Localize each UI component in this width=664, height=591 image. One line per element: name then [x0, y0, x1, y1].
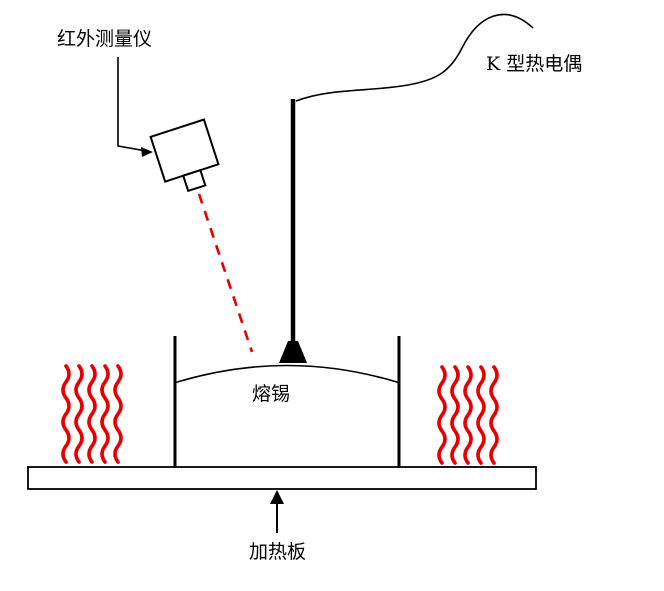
heating-plate — [27, 466, 537, 490]
infrared-meter-label: 红外测量仪 — [57, 28, 152, 50]
heater-label: 加热板 — [249, 541, 306, 563]
heat-wave — [437, 365, 447, 465]
heat-wave — [113, 364, 123, 464]
heat-wave — [476, 365, 486, 465]
heat-waves-left — [61, 364, 123, 464]
heat-wave — [87, 364, 97, 464]
heat-wave — [489, 365, 499, 465]
heat-wave — [450, 365, 460, 465]
heat-wave — [100, 364, 110, 464]
heat-wave — [61, 364, 71, 464]
thermocouple-tip — [279, 341, 307, 363]
infrared-meter-body — [149, 118, 220, 183]
infrared-meter-pointer-line — [117, 57, 147, 152]
thermocouple-wire — [295, 13, 534, 102]
heat-waves-right — [437, 365, 499, 465]
heater-pointer-arrow — [270, 490, 284, 533]
infrared-meter-lens — [181, 168, 207, 193]
molten-solder-surface — [173, 364, 401, 384]
infrared-meter-device — [149, 118, 220, 193]
heater-pointer-arrowhead — [270, 490, 284, 504]
infrared-meter-pointer-arrowhead — [141, 147, 153, 157]
thermocouple-label: K 型热电偶 — [486, 53, 582, 75]
solder-label: 熔锡 — [252, 383, 290, 405]
infrared-beam-dashed-line — [197, 193, 254, 353]
heat-wave — [463, 365, 473, 465]
heat-wave — [74, 364, 84, 464]
